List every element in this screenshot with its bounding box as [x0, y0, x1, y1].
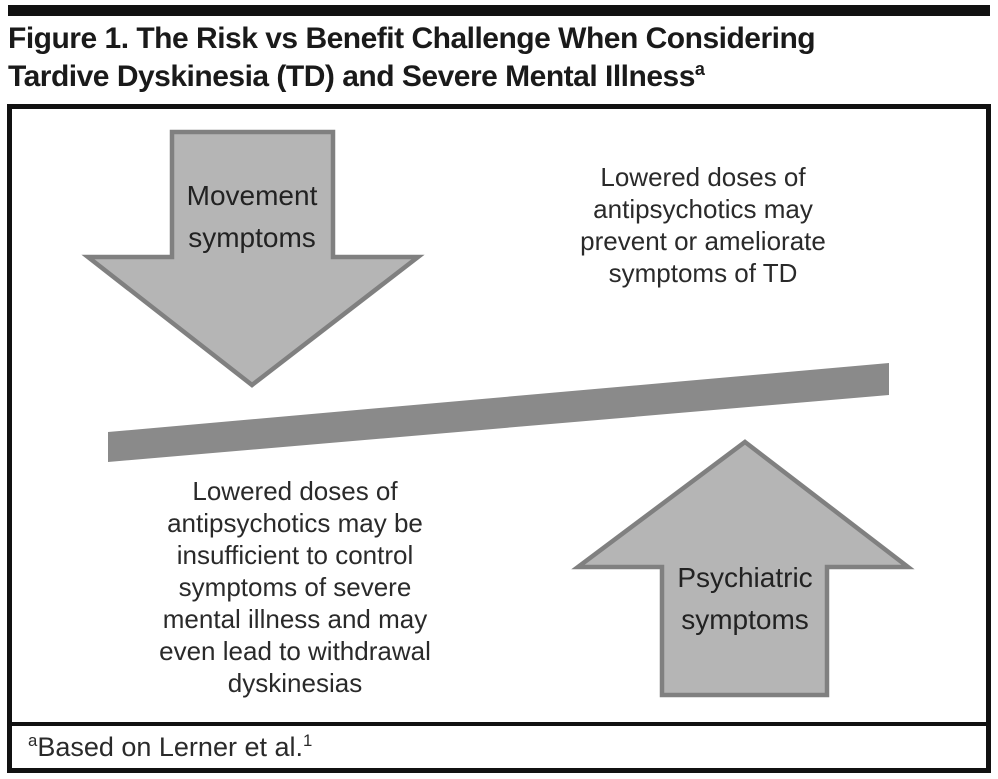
movement-down-arrow [81, 129, 425, 388]
balance-beam [108, 363, 889, 462]
benefit-description-text: Lowered doses of antipsychotics may prev… [580, 162, 826, 288]
figure-title-superscript: a [694, 59, 705, 79]
movement-symptoms-label: Movement symptoms [186, 180, 318, 253]
footnote-reference: 1 [303, 730, 313, 750]
psychiatric-up-arrow [571, 439, 915, 698]
diagram-box: Movement symptoms Lowered doses of antip… [7, 104, 991, 773]
risk-description-text: Lowered doses of antipsychotics may be i… [159, 476, 431, 698]
figure-title: Figure 1. The Risk vs Benefit Challenge … [8, 20, 984, 96]
psychiatric-symptoms-label: Psychiatric symptoms [677, 562, 813, 635]
footnote-row: aBased on Lerner et al.1 [12, 722, 986, 768]
diagram-shapes [81, 129, 915, 698]
title-top-rule [8, 5, 990, 16]
footnote-text: Based on Lerner et al. [37, 731, 303, 762]
figure-title-line2: Tardive Dyskinesia (TD) and Severe Menta… [8, 58, 984, 96]
footnote-marker: a [28, 730, 38, 750]
diagram-area: Movement symptoms Lowered doses of antip… [12, 109, 986, 722]
figure-title-line1: Figure 1. The Risk vs Benefit Challenge … [8, 22, 816, 55]
figure-title-line2-text: Tardive Dyskinesia (TD) and Severe Menta… [8, 60, 695, 93]
footnote: aBased on Lerner et al.1 [28, 732, 312, 763]
